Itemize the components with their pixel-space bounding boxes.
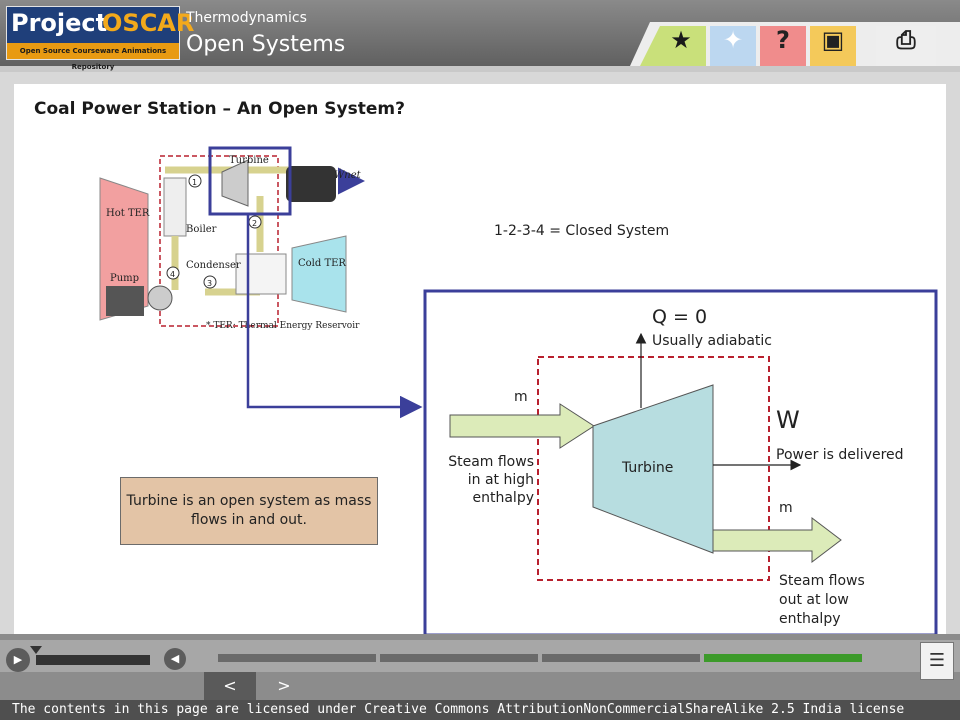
pump-tag: Pump (110, 273, 139, 284)
pump-motor (106, 286, 144, 316)
condenser-tag: Condenser (186, 260, 241, 271)
generator (286, 166, 336, 202)
project-oscar-logo: Project OSCAR Open Source Courseware Ani… (6, 6, 194, 71)
progress-segment-3[interactable] (542, 654, 700, 662)
print-button[interactable]: ⎙ (876, 26, 936, 66)
document-icon: ☰ (928, 650, 946, 671)
steam-out-line-1: Steam flows (779, 573, 865, 589)
playback-slider[interactable] (36, 655, 150, 665)
cursor-button[interactable]: ✦ (710, 26, 756, 66)
w-note: Power is delivered (776, 447, 904, 463)
boiler-tubes (163, 177, 187, 237)
state-1-label: 1 (192, 178, 197, 187)
logo-word-project: Project (11, 9, 108, 37)
turbine-highlight (208, 146, 292, 216)
boiler-tag: Boiler (186, 224, 217, 235)
steam-in-text: Steam flows in at high enthalpy (434, 453, 534, 507)
pump-wheel (147, 285, 173, 311)
zoom-connector (246, 214, 423, 419)
chevron-right-icon: > (277, 676, 291, 695)
page-title: Coal Power Station – An Open System? (34, 99, 405, 119)
state-3-marker (203, 275, 217, 289)
steam-in-line-1: Steam flows (448, 454, 534, 470)
play-button[interactable]: ▶ (6, 648, 30, 672)
progress-segment-4[interactable] (704, 654, 862, 662)
q-note: Usually adiabatic (652, 333, 772, 349)
state-4-marker (166, 266, 180, 280)
m-out-label: m (779, 500, 793, 516)
state-4-label: 4 (170, 270, 175, 279)
topic-title: Open Systems (186, 32, 346, 57)
turbine-body (592, 384, 714, 554)
help-button[interactable]: ? (760, 26, 806, 66)
hot-ter-shape (99, 177, 149, 321)
w-net-tag: Ẇnet (334, 169, 362, 181)
w-label: W (776, 406, 800, 434)
steam-in-line-3: enthalpy (472, 490, 535, 506)
explanation-note: Turbine is an open system as mass flows … (120, 477, 378, 545)
q-label: Q = 0 (652, 306, 708, 328)
steam-out-text: Steam flows out at low enthalpy (779, 572, 865, 629)
logo-tagline: Open Source Courseware Animations Reposi… (7, 43, 179, 71)
subject-label: Thermodynamics (186, 10, 307, 26)
steam-in-line-2: in at high (467, 472, 534, 488)
cursor-icon: ✦ (722, 26, 744, 54)
power-plant-schematic: Turbine Boiler Hot TER Cold TER Pump Con… (99, 146, 365, 331)
toolkit-button[interactable]: ▣ (810, 26, 856, 66)
star-icon: ★ (670, 26, 692, 54)
small-turbine (221, 159, 249, 207)
volume-button[interactable]: ◀ (164, 648, 186, 670)
speaker-icon: ◀ (170, 652, 180, 665)
logo-word-oscar: OSCAR (102, 9, 195, 37)
progress-segment-1[interactable] (218, 654, 376, 662)
next-button[interactable]: > (258, 672, 310, 700)
previous-button[interactable]: < (204, 672, 256, 700)
help-icon: ? (776, 26, 790, 54)
steam-inlet-arrow (449, 403, 595, 449)
play-icon: ▶ (13, 653, 23, 666)
state-2-label: 2 (252, 219, 257, 228)
turbine-tag: Turbine (229, 155, 269, 166)
turbine-label: Turbine (622, 460, 674, 476)
control-volume-boundary (537, 356, 770, 581)
cold-ter-shape (291, 235, 347, 313)
chevron-left-icon: < (223, 676, 237, 695)
state-1-marker (188, 174, 202, 188)
license-notice: The contents in this page are licensed u… (0, 700, 960, 720)
ter-footnote: * TER: Thermal Energy Reservoir (206, 321, 360, 331)
cold-ter-tag: Cold TER (298, 258, 346, 269)
power-plant-boundary (159, 155, 279, 327)
header-divider (0, 66, 960, 72)
steam-out-line-2: out at low (779, 592, 849, 608)
notes-button[interactable]: ☰ (920, 642, 954, 680)
m-in-label: m (514, 389, 528, 405)
closed-system-label: 1-2-3-4 = Closed System (494, 223, 670, 239)
state-3-label: 3 (207, 279, 212, 288)
printer-icon: ⎙ (896, 26, 916, 54)
briefcase-icon: ▣ (821, 26, 845, 54)
hot-ter-tag: Hot TER (106, 208, 150, 219)
progress-segment-2[interactable] (380, 654, 538, 662)
condenser-box (235, 253, 287, 295)
slider-handle-icon[interactable] (30, 646, 42, 654)
explanation-text: Turbine is an open system as mass flows … (126, 493, 372, 528)
steam-outlet-arrow (712, 516, 842, 564)
steam-out-line-3: enthalpy (779, 611, 841, 627)
